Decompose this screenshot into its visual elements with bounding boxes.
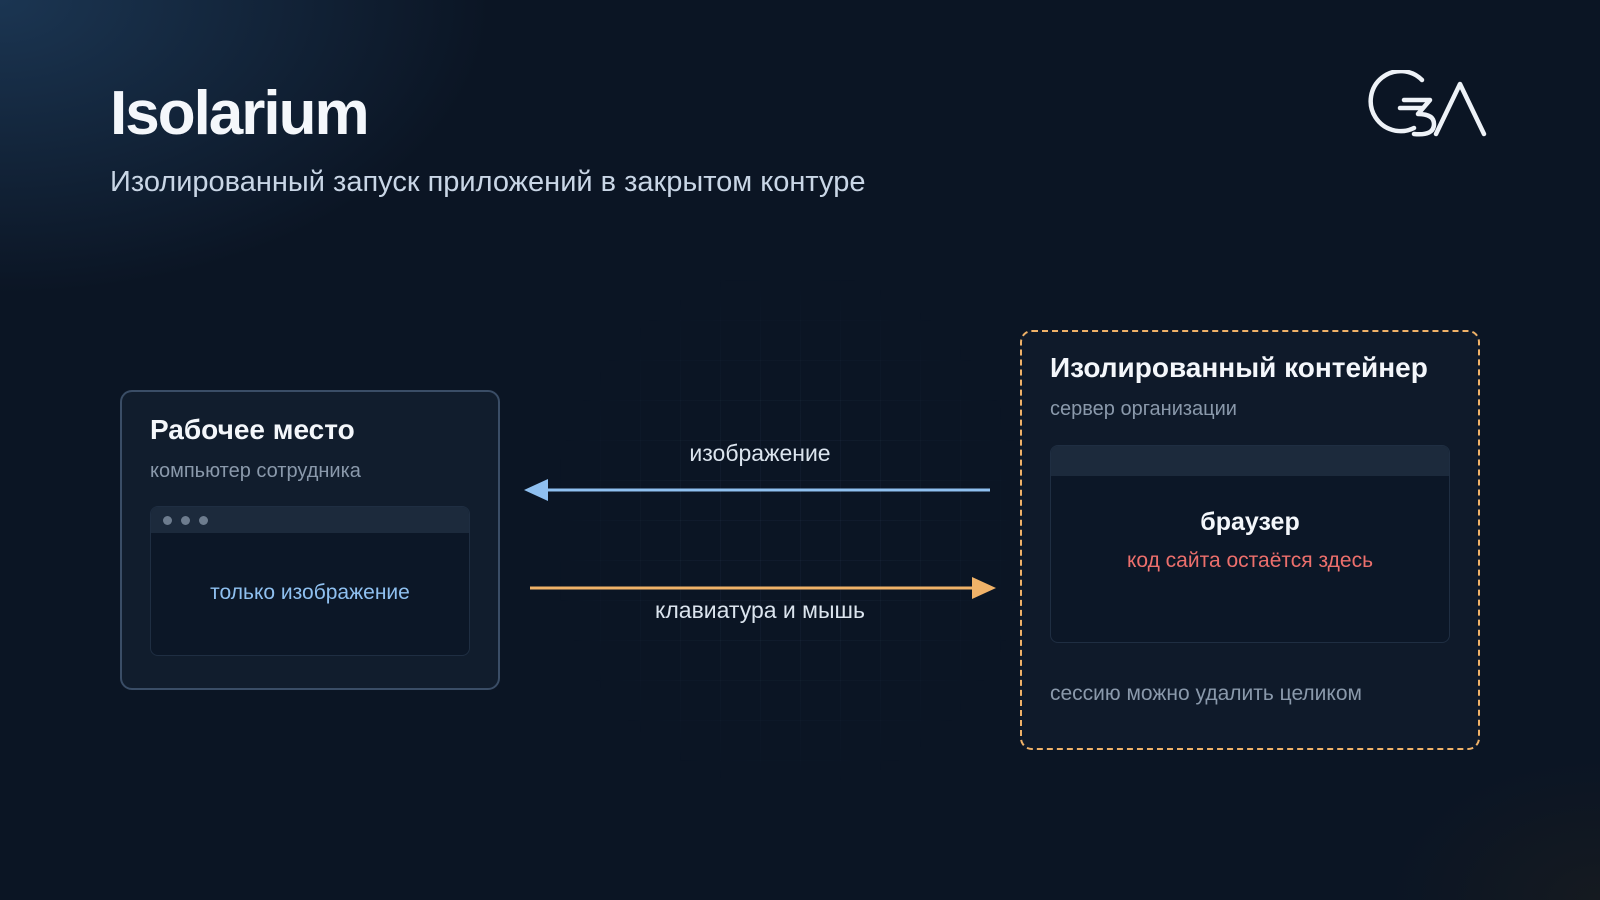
flow-arrows <box>524 479 996 599</box>
container-title: Изолированный контейнер <box>1050 352 1428 383</box>
window-dot-icon <box>181 515 190 525</box>
image-arrow <box>524 479 990 501</box>
session-note: сессию можно удалить целиком <box>1050 682 1362 705</box>
workstation-window-label: только изображение <box>210 581 410 604</box>
window-titlebar <box>1051 446 1449 476</box>
browser-window: браузер код сайта остаётся здесь <box>1050 445 1450 643</box>
data-flow: изображение клавиатура и мышь <box>520 440 1000 640</box>
image-flow-label: изображение <box>689 440 831 466</box>
isolated-container-box: Изолированный контейнер сервер организац… <box>1020 330 1480 750</box>
g3a-logo <box>1368 70 1487 137</box>
page-title: Isolarium <box>110 79 370 148</box>
browser-code-note: код сайта остаётся здесь <box>1126 549 1374 572</box>
workstation-window: только изображение <box>150 506 470 656</box>
window-titlebar <box>151 507 469 533</box>
workstation-title: Рабочее место <box>150 414 355 445</box>
container-subtitle: сервер организации <box>1050 398 1237 420</box>
window-dot-icon <box>163 515 172 525</box>
window-dot-icon <box>199 515 208 525</box>
input-arrow <box>530 577 996 599</box>
input-flow-label: клавиатура и мышь <box>655 597 865 623</box>
workstation-subtitle: компьютер сотрудника <box>150 460 361 482</box>
page-subtitle: Изолированный запуск приложений в закрыт… <box>110 166 866 198</box>
workstation-box: Рабочее место компьютер сотрудника тольк… <box>120 390 500 690</box>
browser-label: браузер <box>1200 508 1300 536</box>
